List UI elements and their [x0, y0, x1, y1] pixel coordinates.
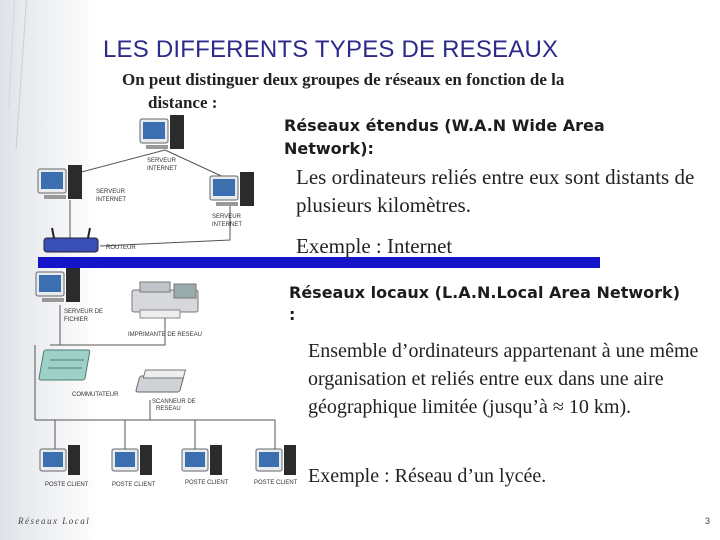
scanner-label: RESEAU — [156, 406, 181, 412]
connection-lines — [34, 149, 276, 450]
client-label: POSTE CLIENT — [254, 480, 298, 486]
lan-heading: Réseaux locaux (L.A.N.Local Area Network… — [289, 283, 680, 324]
wan-heading: Réseaux étendus (W.A.N Wide Area Network… — [284, 116, 605, 158]
lan-description: Ensemble d’ordinateurs appartenant à une… — [308, 340, 699, 418]
router-label: ROUTEUR — [106, 245, 136, 251]
client-pc-icon — [39, 445, 80, 475]
network-bus-line — [38, 257, 600, 268]
client-pc-icon — [255, 445, 296, 475]
printer-label: IMPRIMANTE DE RESEAU — [128, 332, 202, 338]
network-printer-icon — [131, 281, 199, 319]
intro-line: distance : — [148, 93, 218, 112]
network-scanner-icon — [135, 369, 187, 393]
intro-text: On peut distinguer deux groupes de résea… — [122, 68, 662, 114]
server-label: INTERNET — [96, 197, 126, 203]
server-label: SERVEUR — [96, 189, 126, 195]
intro-line: On peut distinguer deux groupes de résea… — [122, 70, 565, 89]
client-pc-icon — [181, 445, 222, 475]
wan-example: Exemple : Internet — [296, 234, 453, 258]
slide-title: LES DIFFERENTS TYPES DE RESEAUX — [103, 36, 559, 63]
wan-description: Les ordinateurs reliés entre eux sont di… — [296, 165, 695, 217]
server-label: SERVEUR — [147, 158, 177, 164]
client-label: POSTE CLIENT — [45, 482, 89, 488]
router-icon — [43, 227, 99, 253]
server-internet-icon — [37, 165, 82, 199]
server-internet-icon — [139, 115, 184, 149]
switch-label: COMMUTATEUR — [72, 392, 119, 398]
server-label: SERVEUR — [212, 214, 242, 220]
server-label: INTERNET — [212, 222, 242, 228]
file-server-label: SERVEUR DE — [64, 309, 103, 315]
server-label: INTERNET — [147, 166, 177, 172]
footer-text: Réseaux Local — [18, 516, 91, 526]
page-number: 3 — [705, 516, 711, 526]
client-label: POSTE CLIENT — [112, 482, 156, 488]
server-internet-icon — [209, 172, 254, 206]
switch-icon — [38, 349, 91, 381]
scanner-label: SCANNEUR DE — [152, 399, 196, 405]
client-label: POSTE CLIENT — [185, 480, 229, 486]
file-server-icon — [35, 268, 80, 302]
lan-example: Exemple : Réseau d’un lycée. — [308, 465, 547, 487]
client-pc-icon — [111, 445, 152, 475]
file-server-label: FICHIER — [64, 317, 89, 323]
